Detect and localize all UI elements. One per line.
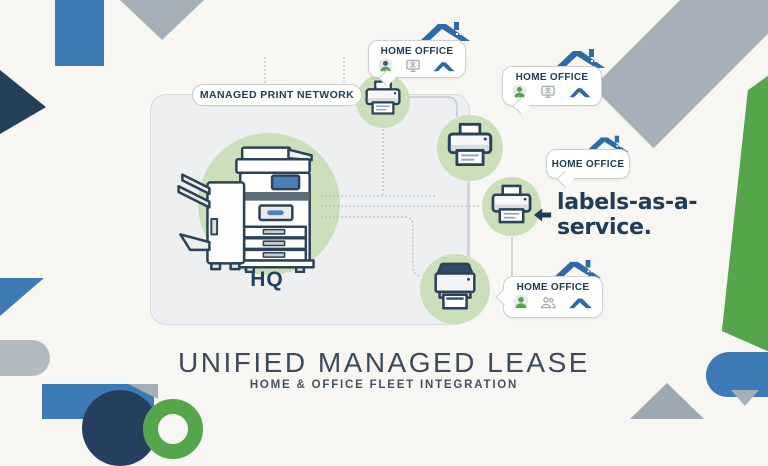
bubble-label: HOME OFFICE [515,72,589,83]
decor-blue-blob-bottomright [706,352,768,397]
roof-icon [420,22,470,41]
label-printer-icon [434,262,476,310]
hq-label: HQ [250,268,284,291]
blue-roof-icon [569,87,591,97]
home-office-bubble-4: HOME OFFICE [495,276,603,318]
decor-blue-rect-topleft [55,0,104,66]
printer-2-icon [447,122,493,167]
user-group-icon [540,296,556,308]
labels-as-a-service-callout: labels-as-a-service. [534,190,768,240]
printer-3-icon [491,184,532,224]
network-connectors [264,57,513,278]
roof-icon [555,49,605,68]
printer-1-icon [365,80,401,115]
bubble-label: HOME OFFICE [380,46,454,57]
blue-roof-icon [569,297,592,308]
person-avatar-icon [512,84,527,99]
bubble-label: HOME OFFICE [516,282,590,293]
network-title-pill: MANAGED PRINT NETWORK [192,84,362,106]
monitor-user-icon [405,59,420,72]
bubble-label: HOME OFFICE [551,158,625,170]
blue-roof-icon [433,61,455,71]
left-arrow-icon [534,208,552,222]
person-avatar-icon [513,294,529,310]
home-office-bubble-1: HOME OFFICE [368,40,466,86]
decor-gray-pill-left [0,340,50,376]
home-office-bubble-2: HOME OFFICE [502,66,602,114]
home-office-bubble-3: HOME OFFICE [546,149,630,187]
hq-copier-icon [177,146,315,273]
roof-icon [553,259,601,279]
monitor-user-icon [540,85,555,98]
callout-text: labels-as-a-service. [556,190,698,240]
roof-icon [585,135,629,153]
footer-subtitle: HOME & OFFICE FLEET INTEGRATION [249,379,519,391]
footer-title: UNIFIED MANAGED LEASE [178,347,590,378]
